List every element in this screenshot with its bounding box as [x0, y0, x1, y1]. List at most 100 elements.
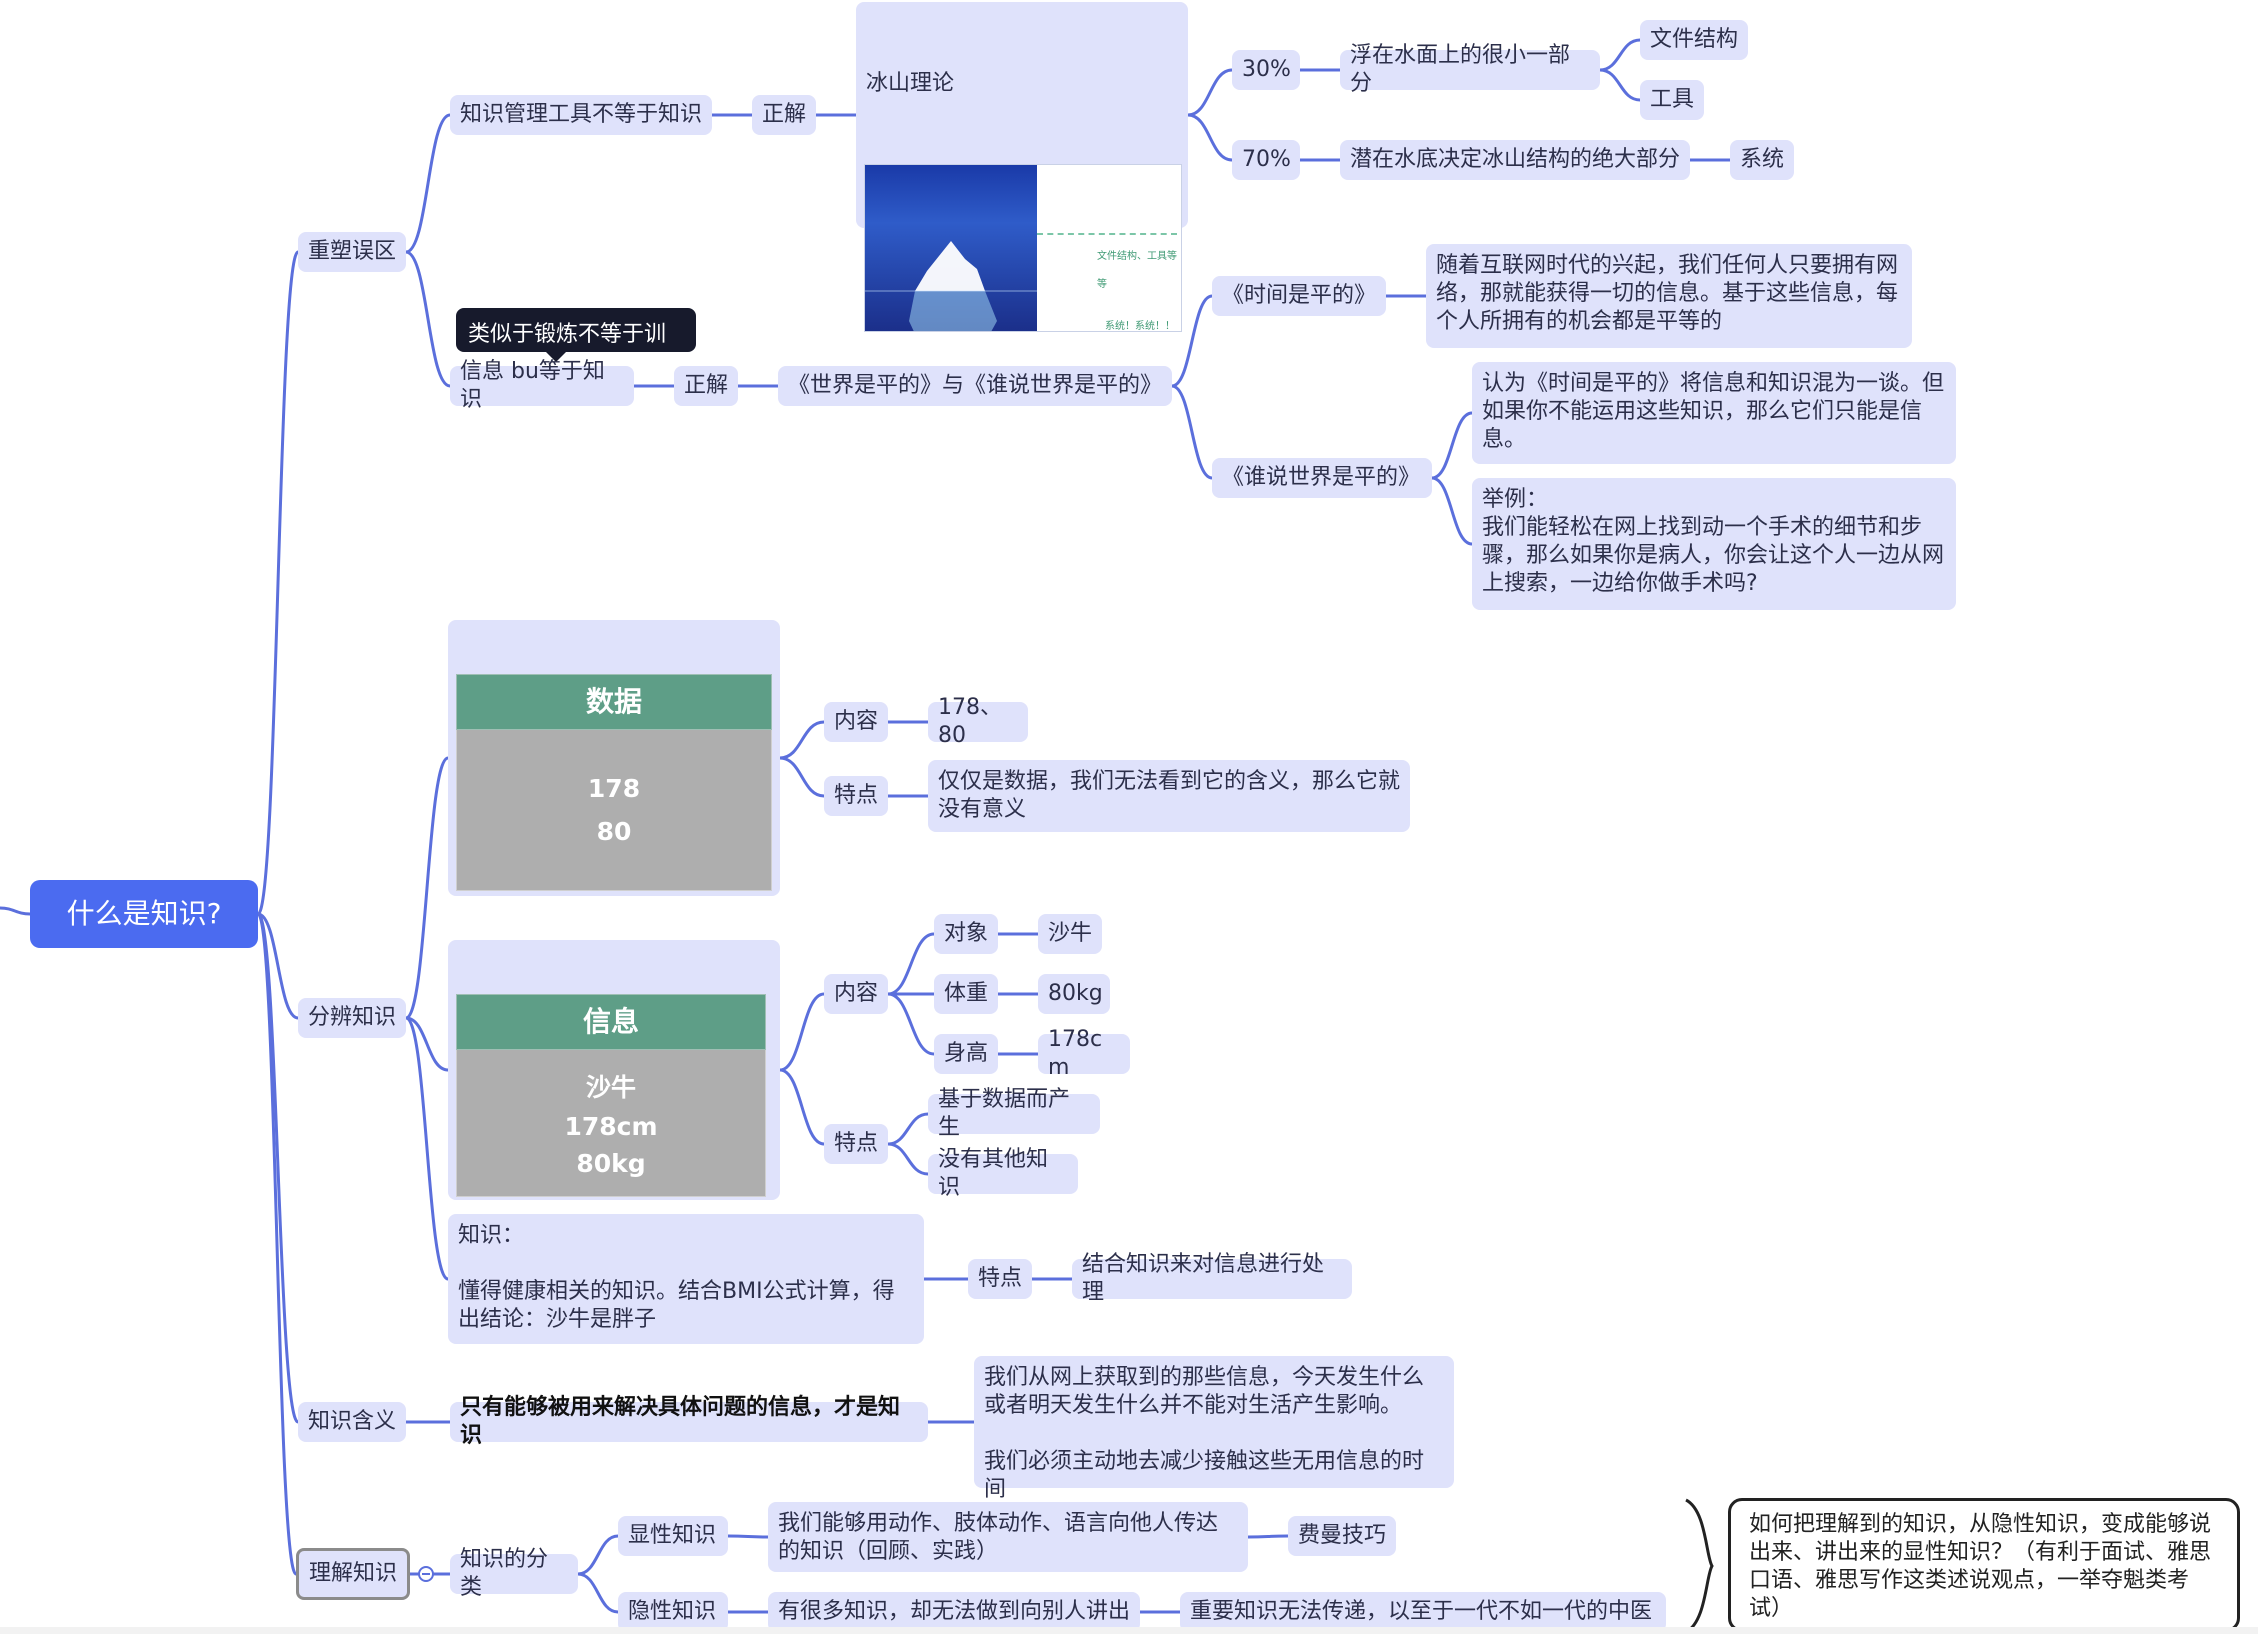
node-info-feature-2[interactable]: 没有其他知识 [928, 1147, 1078, 1200]
connector-node-30-desc-to-node-tools [1599, 68, 1641, 102]
node-who-desc2[interactable]: 举例： 我们能轻松在网上找到动一个手术的细节和步骤，那么如果你是病人，你会让这个… [1472, 478, 1956, 610]
node-tool-not-knowledge[interactable]: 知识管理工具不等于知识 [450, 95, 712, 135]
node-info-not-knowledge[interactable]: 信息 bu等于知识 [450, 359, 634, 412]
iceberg-image: 文件结构、工具等等 系统！系统！！ [864, 164, 1182, 332]
node-info-content-label[interactable]: 内容 [824, 974, 888, 1014]
summary-callout[interactable]: 如何把理解到的知识，从隐性知识，变成能够说出来、讲出来的显性知识？（有利于面试、… [1728, 1498, 2240, 1632]
iceberg-label-bottom: 系统！系统！！ [1105, 321, 1175, 332]
node-info-fix[interactable]: 正解 [674, 366, 738, 406]
iceberg-card[interactable]: 冰山理论 文件结构、工具等等 系统！系统！！ [856, 2, 1188, 332]
node-feynman[interactable]: 费曼技巧 [1288, 1516, 1396, 1556]
node-info-feature-label[interactable]: 特点 [824, 1124, 888, 1164]
info-table-row: 80kg [576, 1149, 646, 1178]
node-knowledge[interactable]: 知识： 懂得健康相关的知识。结合BMI公式计算，得出结论：沙牛是胖子 [448, 1214, 924, 1344]
node-attr-key-object[interactable]: 对象 [934, 914, 998, 954]
info-table-row: 沙牛 [585, 1073, 636, 1102]
iceberg-title: 冰山理论 [866, 71, 955, 96]
info-table: 信息 沙牛 178cm 80kg [456, 994, 766, 1197]
connector-node-who-to-node-who-desc1 [1431, 411, 1473, 480]
node-file-structure[interactable]: 文件结构 [1640, 20, 1748, 60]
connector-branch-reshape-to-node-tool-not-knowledge [405, 113, 451, 254]
node-data-feature[interactable]: 仅仅是数据，我们无法看到它的含义，那么它就没有意义 [928, 760, 1410, 832]
node-classify[interactable]: 知识的分类 [450, 1547, 578, 1600]
connector-branch-reshape-to-node-info-not-knowledge [405, 250, 451, 388]
branch-reshape[interactable]: 重塑误区 [298, 232, 406, 272]
node-attr-val-height[interactable]: 178c m [1038, 1027, 1130, 1080]
connector-root-node-to-branch-understand [256, 912, 298, 1576]
iceberg-sea [865, 165, 1037, 331]
node-explicit[interactable]: 显性知识 [618, 1516, 728, 1556]
node-30-desc[interactable]: 浮在水面上的很小一部分 [1340, 43, 1600, 96]
bottom-scroll-strip [0, 1627, 2258, 1634]
node-data-content[interactable]: 178、80 [928, 695, 1028, 748]
connector-info-image-card-to-node-info-feature-label [779, 1068, 825, 1146]
tooltip-exercise: 类似于锻炼不等于训练 [456, 308, 696, 379]
connector-node-explicit-desc-to-node-feynman [1247, 1534, 1289, 1539]
connector-node-info-feature-label-to-node-info-feature-1 [887, 1112, 929, 1146]
node-flat-desc[interactable]: 随着互联网时代的兴起，我们任何人只要拥有网络，那就能获得一切的信息。基于这些信息… [1426, 244, 1912, 348]
connector-node-books-to-node-who [1171, 384, 1213, 480]
node-tools[interactable]: 工具 [1640, 80, 1704, 120]
connector-iceberg-card-to-node-70-percent [1187, 113, 1233, 162]
node-books[interactable]: 《世界是平的》与《谁说世界是平的》 [778, 366, 1172, 406]
node-attr-val-object[interactable]: 沙牛 [1038, 914, 1102, 954]
connector-data-image-card-to-node-data-feature-label [779, 756, 825, 798]
connector-branch-distinguish-to-info-image-card [405, 1016, 449, 1072]
branch-meaning[interactable]: 知识含义 [298, 1402, 406, 1442]
node-info-feature-1[interactable]: 基于数据而产生 [928, 1087, 1100, 1140]
info-table-body: 沙牛 178cm 80kg [456, 1050, 766, 1197]
node-tacit-desc[interactable]: 有很多知识，却无法做到向别人讲出 [768, 1592, 1140, 1632]
branch-distinguish[interactable]: 分辨知识 [298, 998, 406, 1038]
connector-node-info-content-label-to-node-attr-key-object [887, 932, 935, 996]
node-who[interactable]: 《谁说世界是平的》 [1212, 458, 1432, 498]
connector-node-classify-to-node-explicit [577, 1534, 619, 1576]
connector-node-30-desc-to-node-file-structure [1599, 38, 1641, 72]
connector-info-image-card-to-node-info-content-label [779, 992, 825, 1072]
root-node[interactable]: 什么是知识? [30, 880, 258, 948]
connector-node-info-content-label-to-node-attr-key-height [887, 992, 935, 1056]
node-meaning-desc[interactable]: 我们从网上获取到的那些信息，今天发生什么或者明天发生什么并不能对生活产生影响。 … [974, 1356, 1454, 1502]
node-70-desc[interactable]: 潜在水底决定冰山结构的绝大部分 [1340, 140, 1690, 180]
connector-branch-distinguish-to-node-knowledge [405, 1016, 449, 1281]
connector-iceberg-card-to-node-30-percent [1187, 68, 1233, 117]
tooltip-arrow [546, 352, 566, 362]
collapse-toggle[interactable] [418, 1566, 434, 1582]
node-tacit-example[interactable]: 重要知识无法传递，以至于一代不如一代的中医 [1180, 1592, 1666, 1632]
node-knowledge-feature[interactable]: 结合知识来对信息进行处理 [1072, 1252, 1352, 1305]
connector-root-node-to-branch-reshape [256, 250, 300, 916]
node-data-feature-label[interactable]: 特点 [824, 776, 888, 816]
connector-node-books-to-node-flat [1171, 294, 1213, 388]
connector-data-image-card-to-node-data-content-label [779, 720, 825, 760]
connector-node-info-feature-label-to-node-info-feature-2 [887, 1142, 929, 1176]
node-tool-fix[interactable]: 正解 [752, 95, 816, 135]
data-table-head: 数据 [456, 674, 772, 730]
node-data-content-label[interactable]: 内容 [824, 702, 888, 742]
dash-line-top [1037, 233, 1177, 235]
connector-node-who-to-node-who-desc2 [1431, 476, 1473, 546]
connector-node-explicit-to-node-explicit-desc [727, 1534, 769, 1539]
node-meaning-def[interactable]: 只有能够被用来解决具体问题的信息，才是知识 [450, 1395, 928, 1448]
connector-node-classify-to-node-tacit [577, 1572, 619, 1614]
connector-root-incoming [0, 906, 31, 916]
node-attr-val-weight[interactable]: 80kg [1038, 974, 1110, 1014]
info-table-row: 178cm [564, 1112, 658, 1141]
node-explicit-desc[interactable]: 我们能够用动作、肢体动作、语言向他人传达的知识（回顾、实践） [768, 1502, 1248, 1572]
data-table-row: 178 [587, 774, 641, 803]
node-knowledge-feature-label[interactable]: 特点 [968, 1259, 1032, 1299]
node-tacit[interactable]: 隐性知识 [618, 1592, 728, 1632]
node-70-percent[interactable]: 70% [1232, 140, 1300, 180]
connector-root-node-to-branch-distinguish [257, 912, 299, 1020]
summary-bracket [1685, 1498, 1714, 1634]
node-attr-key-height[interactable]: 身高 [934, 1034, 998, 1074]
data-table: 数据 178 80 [456, 674, 772, 891]
node-system[interactable]: 系统 [1730, 140, 1794, 180]
iceberg-label-top: 文件结构、工具等等 [1097, 251, 1177, 290]
node-who-desc1[interactable]: 认为《时间是平的》将信息和知识混为一谈。但如果你不能运用这些知识，那么它们只能是… [1472, 362, 1956, 464]
node-attr-key-weight[interactable]: 体重 [934, 974, 998, 1014]
node-30-percent[interactable]: 30% [1232, 50, 1300, 90]
branch-understand[interactable]: 理解知识 [296, 1548, 410, 1600]
iceberg-icon [865, 241, 1037, 331]
node-flat[interactable]: 《时间是平的》 [1212, 276, 1386, 316]
